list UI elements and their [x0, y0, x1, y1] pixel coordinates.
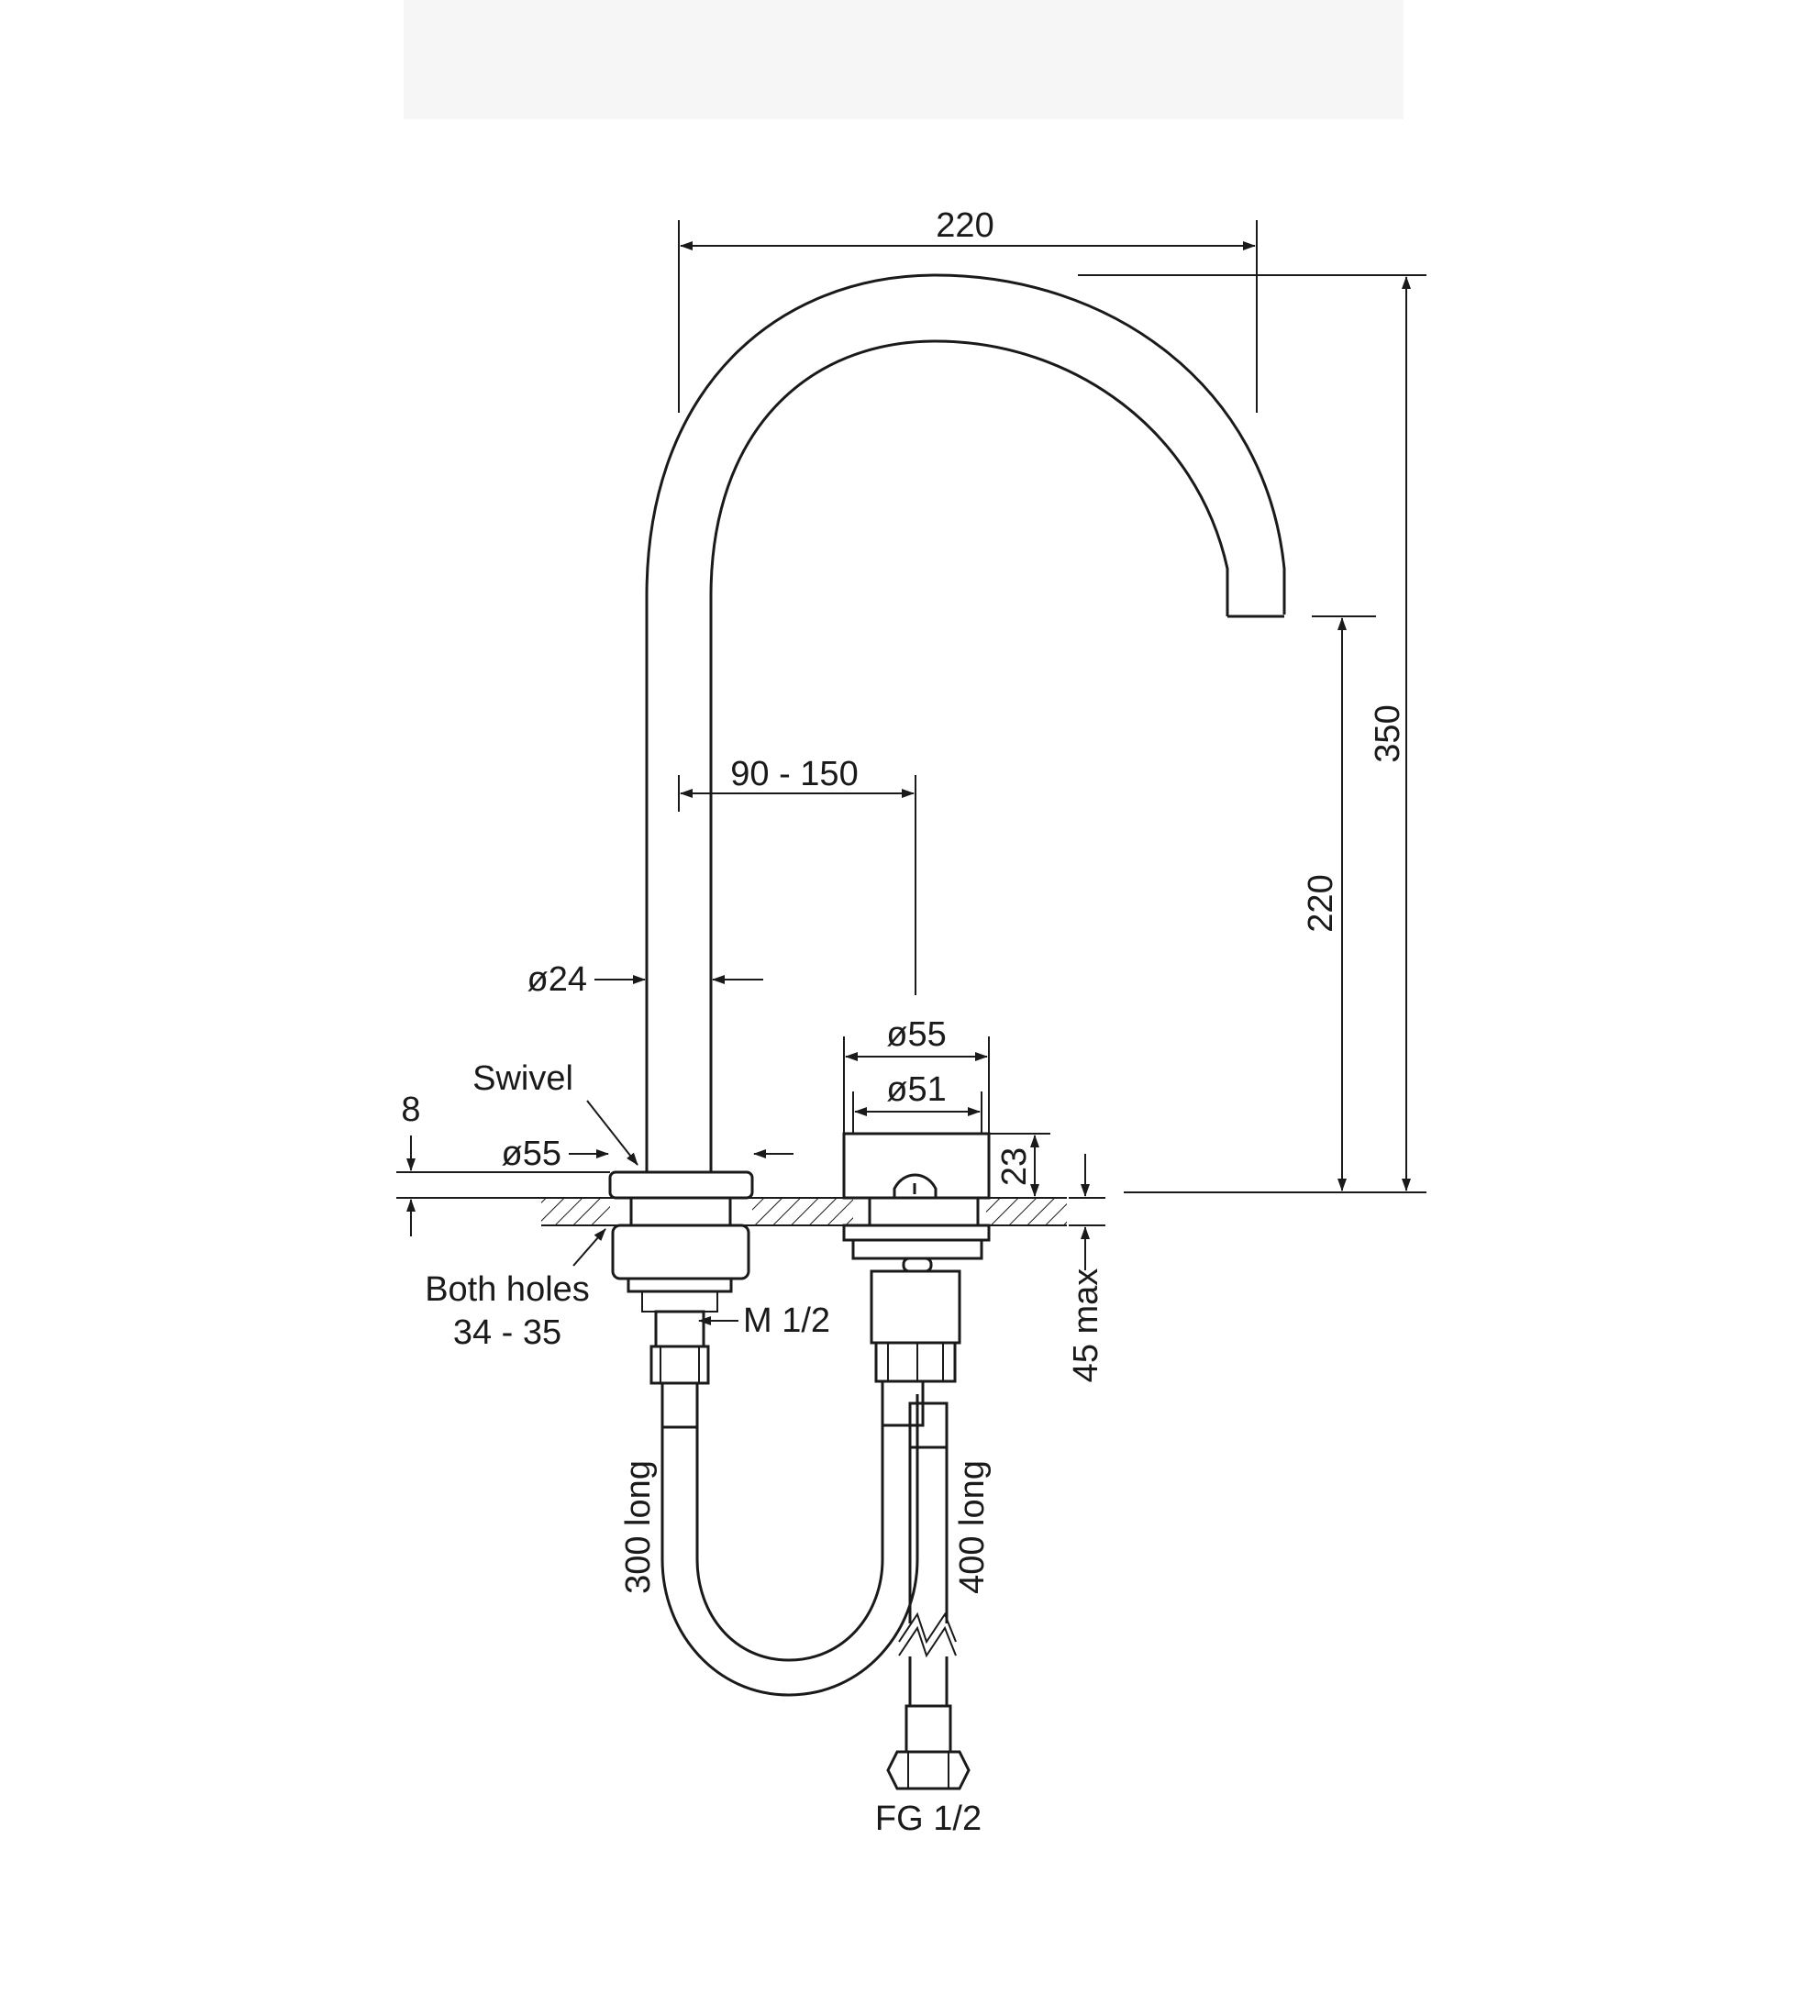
dim-overall-width-label: 220	[936, 206, 993, 245]
hose-right-label: 400 long	[953, 1460, 992, 1594]
dim-spout-height: 220	[1302, 615, 1376, 1191]
thread-callout: M 1/2	[698, 1302, 830, 1340]
dim-body-inner: ø51	[852, 1070, 982, 1134]
dim-swivel-thickness-label: 8	[401, 1091, 420, 1129]
dim-body-outer-label: ø55	[886, 1015, 946, 1054]
holes-callout: Both holes 34 - 35	[425, 1228, 606, 1352]
dim-counter-thickness: 45 max	[1067, 1154, 1105, 1382]
hose-left-label: 300 long	[619, 1460, 658, 1594]
dim-pipe-diameter: ø24	[527, 960, 763, 999]
dim-swivel-diameter-label: ø55	[502, 1135, 561, 1173]
left-under-counter-assembly	[611, 1224, 750, 1429]
dim-body-height: 23	[989, 1133, 1050, 1197]
dim-counter-thickness-label: 45 max	[1067, 1268, 1105, 1383]
right-hose	[886, 1401, 971, 1790]
dim-swivel-thickness: 8	[396, 1091, 610, 1236]
valve-body	[842, 1132, 991, 1427]
dim-body-inner-label: ø51	[886, 1070, 946, 1109]
connector-label: FG 1/2	[875, 1800, 982, 1838]
top-fade-band	[404, 0, 1404, 119]
left-hose	[660, 1394, 919, 1697]
holes-label-line1: Both holes	[425, 1270, 590, 1309]
swivel-callout: Swivel	[472, 1059, 638, 1166]
dim-hole-spacing-label: 90 - 150	[730, 755, 858, 793]
dim-overall-height: 350	[1078, 274, 1426, 1193]
dim-hole-spacing: 90 - 150	[678, 755, 916, 995]
dim-spout-height-label: 220	[1302, 874, 1340, 932]
holes-label-line2: 34 - 35	[453, 1313, 561, 1352]
dim-body-height-label: 23	[995, 1147, 1034, 1186]
spout	[645, 273, 1286, 1172]
dim-overall-width: 220	[678, 206, 1258, 413]
swivel-label: Swivel	[472, 1059, 573, 1098]
dim-overall-height-label: 350	[1369, 704, 1407, 762]
dim-body-outer: ø55	[843, 1015, 990, 1134]
thread-label: M 1/2	[743, 1302, 830, 1340]
dim-pipe-diameter-label: ø24	[527, 960, 587, 999]
dim-swivel-diameter: ø55	[502, 1135, 793, 1173]
countertop	[541, 1197, 1067, 1226]
